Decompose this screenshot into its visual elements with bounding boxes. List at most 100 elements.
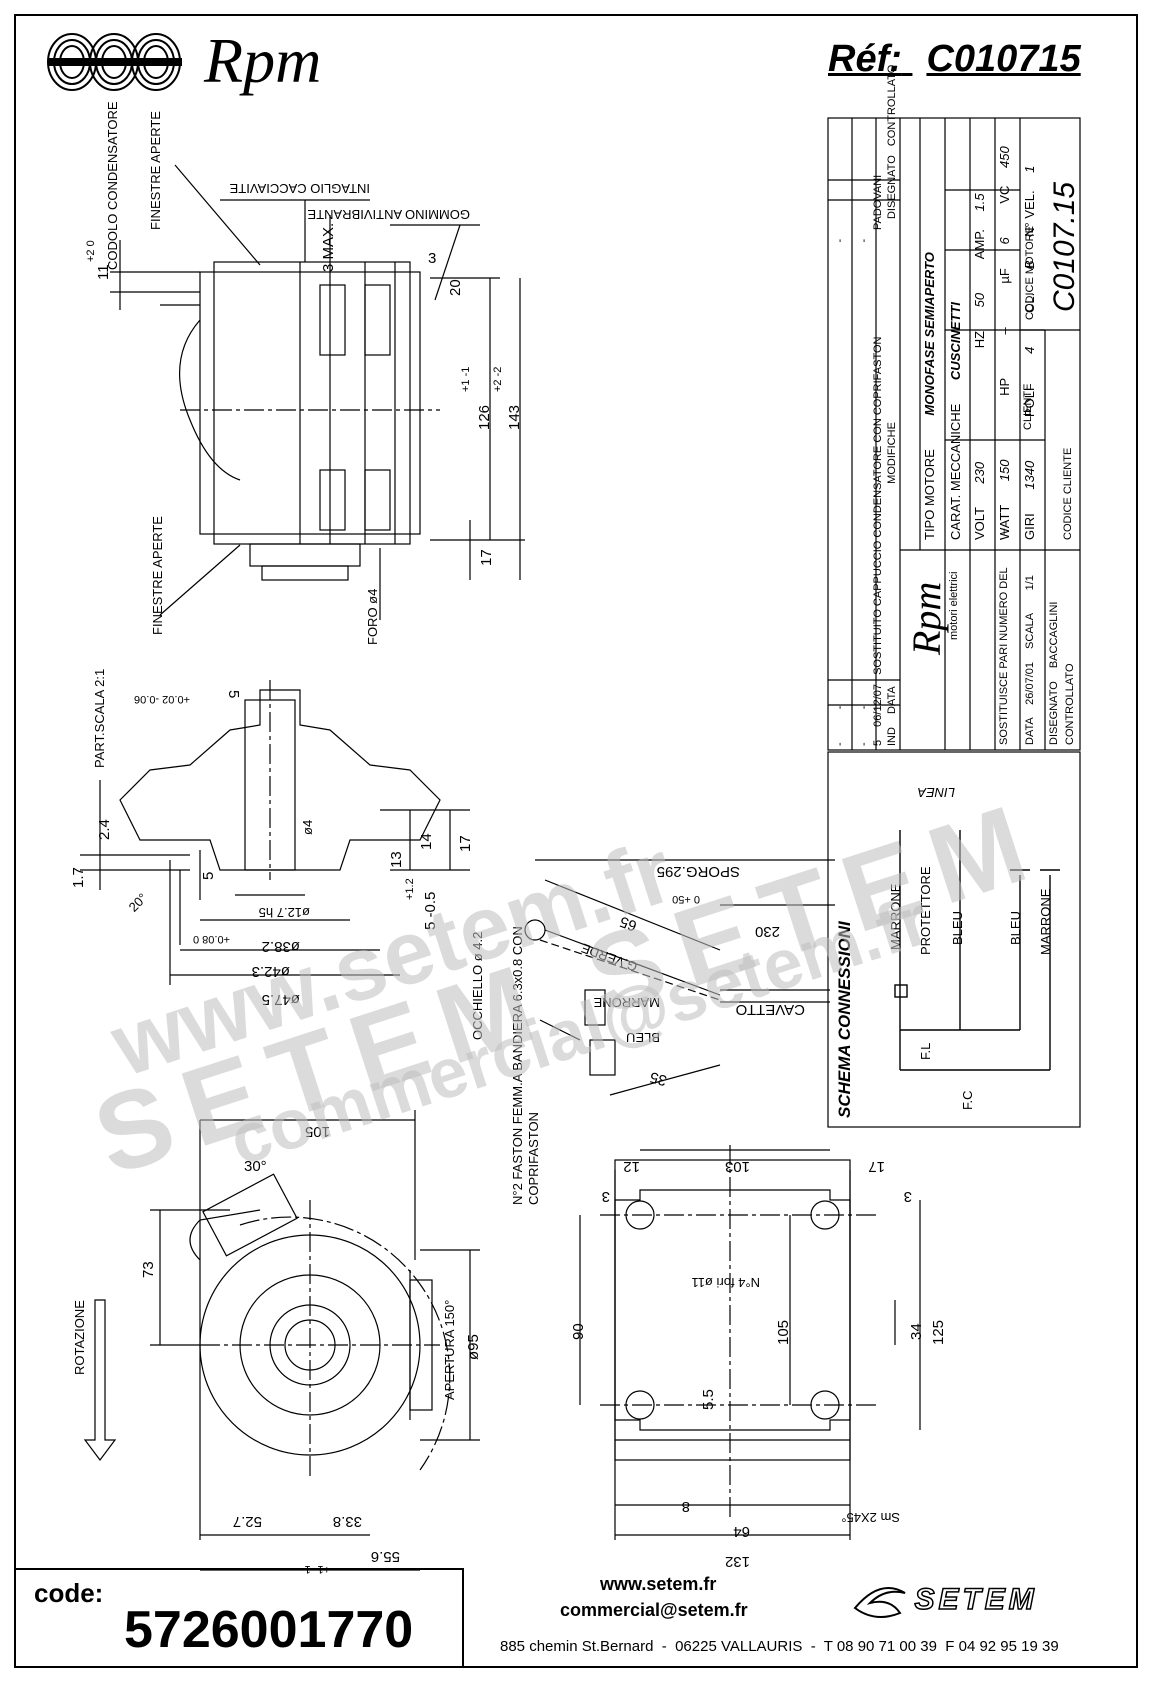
dim-38-2-tol: +0.08 0 bbox=[192, 933, 230, 945]
tb-row-volt: VOLT 230 HZ 50 AMP. 1.5 bbox=[972, 193, 987, 540]
label-rotazione: ROTAZIONE bbox=[72, 1300, 87, 1375]
tb-row-date: - bbox=[834, 705, 846, 710]
tb-codice-motore: C0107.15 bbox=[1048, 181, 1081, 312]
reference-value: C010715 bbox=[926, 38, 1081, 80]
tb-row-text: - bbox=[846, 238, 858, 243]
tb-cliente: CLIENTE bbox=[1022, 383, 1034, 430]
tb-giri: 1340 bbox=[1022, 460, 1037, 490]
reference: Réf: C010715 bbox=[828, 38, 1081, 81]
dim-14: 14 bbox=[418, 833, 435, 850]
dim-34: 34 bbox=[908, 1323, 925, 1340]
tb-disegnato-label: DISEGNATO bbox=[1048, 681, 1060, 745]
rpm-logo: Rpm bbox=[44, 25, 374, 100]
dim-2-4: 2.4 bbox=[96, 819, 113, 840]
dim-12: 12 bbox=[623, 1158, 640, 1175]
tb-carat-value: CUSCINETTI bbox=[948, 302, 963, 381]
tb-hz-label: HZ bbox=[972, 330, 987, 349]
label-fori: N°4 fori ø11 bbox=[691, 1275, 760, 1290]
tb-giri-label: GIRI bbox=[1022, 513, 1037, 540]
tb-row-1: - - - bbox=[846, 239, 858, 746]
tb-uf: 6 bbox=[997, 237, 1012, 245]
dim-3-plate-r: 3 bbox=[903, 1188, 912, 1205]
dim-105-plate: 105 bbox=[775, 1319, 792, 1345]
schema-fc: F.C bbox=[960, 1090, 975, 1111]
tb-h-data: DATA bbox=[886, 686, 898, 714]
label-part-scala: PART.SCALA 2:1 bbox=[92, 668, 107, 768]
label-apertura: APERTURA 150° bbox=[442, 1299, 457, 1400]
tb-watt: 150 bbox=[997, 459, 1012, 482]
tb-hp-label: HP bbox=[997, 378, 1012, 396]
dim-90: 90 bbox=[570, 1323, 587, 1340]
tb-row-date: 06/12/07 bbox=[872, 683, 884, 727]
tb-volt-label: VOLT bbox=[972, 507, 987, 540]
footer-website[interactable]: www.setem.fr bbox=[600, 1574, 717, 1594]
tb-row-text: SOSTITUITO CAPPUCCIO CONDENSATORE CON CO… bbox=[872, 336, 884, 675]
tb-hz: 50 bbox=[972, 292, 987, 308]
dim-4: ø4 bbox=[300, 819, 315, 835]
dim-1-7: 1.7 bbox=[70, 867, 87, 888]
dim-30deg: 30° bbox=[244, 1158, 267, 1175]
dim-33-8: 33.8 bbox=[332, 1513, 362, 1530]
tb-row-n: 5 bbox=[872, 739, 884, 746]
label-codolo: CODOLO CONDENSATORE bbox=[105, 101, 120, 270]
dim-126-tol: +1 -1 bbox=[460, 366, 472, 392]
label-gommino: GOMMINO ANTIVIBRANTE bbox=[307, 207, 470, 222]
tb-codice-motore-label: CODICE MOTORE bbox=[1024, 226, 1036, 320]
tb-carat: CARAT. MECCANICHE CUSCINETTI bbox=[948, 302, 963, 540]
tb-codice-cliente: CODICE CLIENTE bbox=[1062, 447, 1074, 540]
label-intaglio: INTAGLIO CACCIAVITE bbox=[229, 181, 370, 196]
dim-5-5: 5.5 bbox=[700, 1389, 717, 1410]
tb-data: 26/07/01 bbox=[1024, 662, 1036, 705]
tb-row-watt: WATT 150 HP – µF 6 VC 450 bbox=[997, 146, 1012, 540]
tb-disegnato-row: DISEGNATO BACCAGLINI bbox=[1048, 602, 1060, 745]
setem-logo-text: SETEM bbox=[914, 1582, 1038, 1617]
tb-tipo-motore-label: TIPO MOTORE bbox=[922, 449, 937, 540]
dim-17-part: 17 bbox=[457, 835, 474, 852]
tb-row-text: - bbox=[834, 238, 846, 243]
tb-row-3: 5 06/12/07 SOSTITUITO CAPPUCCIO CONDENSA… bbox=[872, 337, 884, 746]
tb-row-text: - bbox=[858, 238, 870, 243]
drawing-sheet bbox=[14, 14, 1138, 1668]
tb-sostituisce-value: – bbox=[998, 528, 1010, 535]
dim-55-6: 55.6 bbox=[370, 1548, 400, 1565]
dim-11-tol: +2 0 bbox=[85, 240, 97, 262]
dim-11: 11 bbox=[95, 264, 112, 280]
tb-row-date: - bbox=[858, 705, 870, 710]
tb-tipo-motore-value: MONOFASE SEMIAPERTO bbox=[922, 252, 937, 416]
schema-fl: F.L bbox=[918, 1042, 933, 1060]
dim-52-7: 52.7 bbox=[232, 1513, 262, 1530]
tb-row-0: - - - bbox=[834, 239, 846, 746]
tb-row-date: - bbox=[846, 705, 858, 710]
dim-3: 3 bbox=[428, 250, 437, 267]
dim-5-top: 5 bbox=[225, 690, 242, 699]
dim-5-left: 5 bbox=[200, 871, 217, 880]
dim-132: 132 bbox=[724, 1553, 750, 1570]
dim-3-plate-l: 3 bbox=[601, 1188, 610, 1205]
setem-logo: SETEM bbox=[850, 1578, 1038, 1622]
tb-scala-label: SCALA bbox=[1024, 613, 1036, 649]
code-label: code: bbox=[34, 1578, 104, 1608]
tb-h-ind: IND bbox=[886, 727, 898, 746]
tb-brand: Rpm bbox=[904, 581, 949, 655]
tb-vc-label: VC bbox=[997, 185, 1012, 204]
dim-126: 126 bbox=[476, 404, 493, 430]
footer-email[interactable]: commercial@setem.fr bbox=[560, 1600, 748, 1620]
tb-row-n: - bbox=[834, 742, 846, 746]
label-finestre-bottom: FINESTRE APERTE bbox=[150, 516, 165, 635]
tb-disegnato: BACCAGLINI bbox=[1048, 601, 1060, 669]
dim-73: 73 bbox=[140, 1261, 157, 1278]
dim-17-side: 17 bbox=[478, 549, 495, 566]
code-box: code: 5726001770 bbox=[14, 1568, 464, 1668]
tb-nvel: 1 bbox=[1022, 165, 1037, 173]
tb-header: IND DATA MODIFICHE DISEGNATO CONTROLLATO bbox=[886, 65, 898, 746]
reference-label: Réf: bbox=[828, 38, 902, 80]
label-foro: FORO ø4 bbox=[365, 588, 380, 645]
rpm-logo-text: Rpm bbox=[204, 25, 322, 96]
dim-143-tol: +2 -2 bbox=[492, 366, 504, 392]
tb-tipo-motore: TIPO MOTORE MONOFASE SEMIAPERTO bbox=[922, 252, 937, 540]
tb-hp: – bbox=[997, 327, 1012, 335]
tb-h-disegnato: DISEGNATO bbox=[886, 155, 898, 220]
tb-data-label: DATA bbox=[1024, 717, 1036, 745]
tb-carat-label: CARAT. MECCANICHE bbox=[948, 403, 963, 540]
